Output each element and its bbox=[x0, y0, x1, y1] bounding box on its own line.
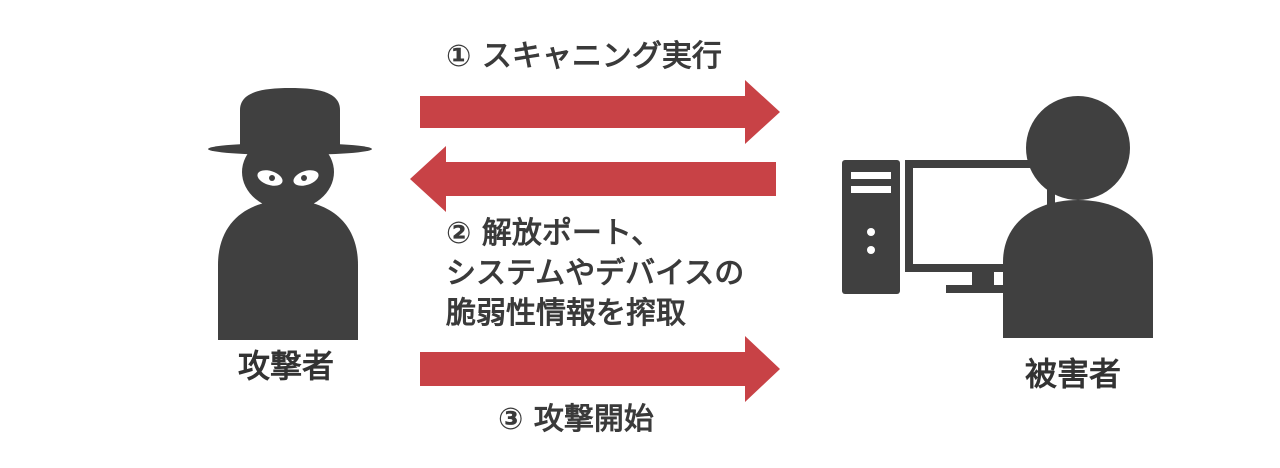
step-2-line-2: システムやデバイスの bbox=[446, 256, 745, 291]
victim-person-icon bbox=[1003, 96, 1153, 338]
step-1-label: ① スキャニング実行 bbox=[446, 39, 722, 74]
hooded-attacker-icon bbox=[208, 88, 372, 340]
victim-label: 被害者 bbox=[1025, 355, 1122, 393]
attacker-label: 攻撃者 bbox=[238, 347, 335, 385]
arrow-step-3 bbox=[420, 336, 780, 402]
arrow-step-1 bbox=[420, 80, 780, 144]
step-2-line-1: ② 解放ポート、 bbox=[446, 216, 662, 251]
arrow-step-2 bbox=[410, 146, 776, 212]
pc-tower-icon bbox=[842, 160, 900, 294]
step-2-line-3: 脆弱性情報を搾取 bbox=[446, 296, 686, 331]
step-2-label: ② 解放ポート、 システムやデバイスの 脆弱性情報を搾取 bbox=[446, 214, 744, 334]
step-3-label: ③ 攻撃開始 bbox=[498, 402, 654, 437]
